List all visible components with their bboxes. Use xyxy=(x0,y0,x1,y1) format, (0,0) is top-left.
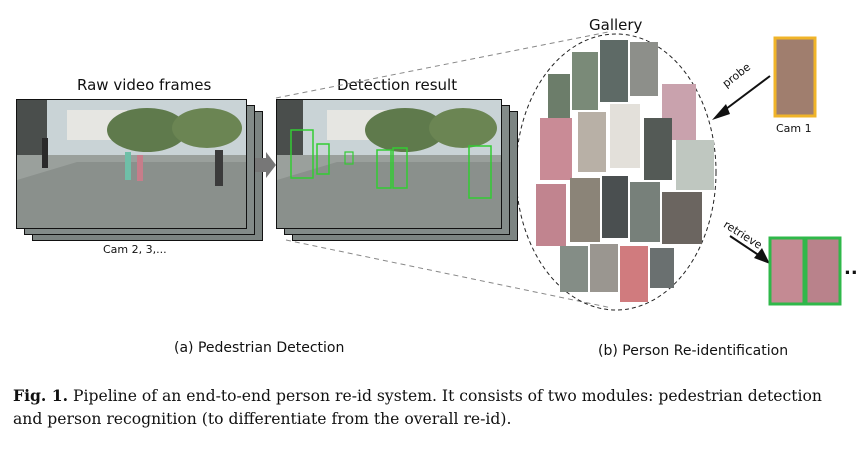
subfigure-b-label: (b) Person Re-identification xyxy=(598,343,788,359)
figure-caption: Fig. 1. Pipeline of an end-to-end person… xyxy=(13,384,853,431)
retrieved-image-1 xyxy=(770,238,804,304)
cam1-label: Cam 1 xyxy=(776,122,812,135)
subfigure-a-label: (a) Pedestrian Detection xyxy=(174,340,344,356)
caption-text: Pipeline of an end-to-end person re-id s… xyxy=(13,387,822,428)
probe-image xyxy=(775,38,815,116)
figure-label: Fig. 1. xyxy=(13,386,68,405)
retrieved-image-2 xyxy=(806,238,840,304)
more-results-ellipsis: .. xyxy=(844,258,857,279)
probe-arrow-head xyxy=(712,104,730,120)
